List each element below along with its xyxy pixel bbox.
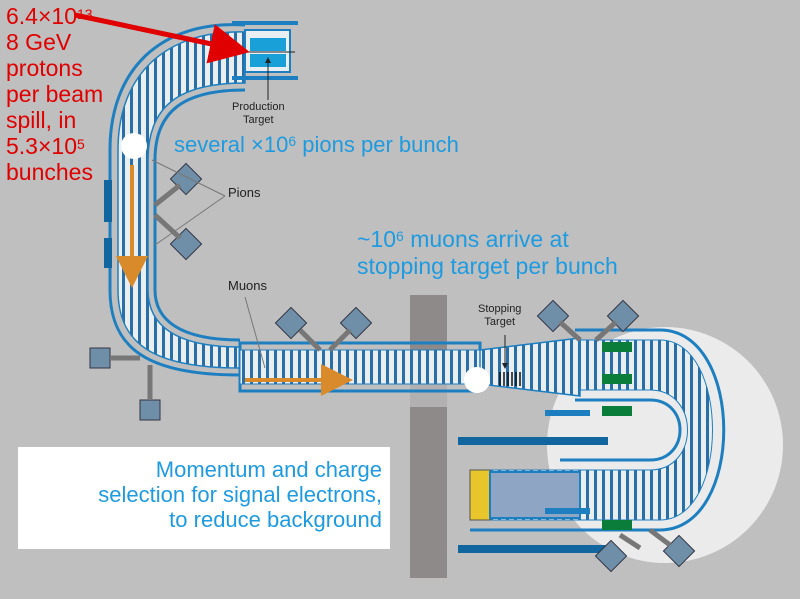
detector-u-turn [458,328,726,553]
pions-count-prefix: several ×10 [174,132,289,157]
pions-label: Pions [228,185,261,200]
muon-marker [464,367,490,393]
beamline-modules [89,162,696,573]
callout-line-3: to reduce background [169,507,382,532]
proton-line-2: 8 GeV [6,29,72,55]
proton-line-3: protons [6,55,83,81]
callout-line-1: Momentum and charge [155,457,382,482]
muons-arrive-line-2: stopping target per bunch [357,253,618,279]
stopping-target-label-2: Target [484,316,515,328]
proton-exp-1: 13 [77,6,93,22]
stopping-target-label: Stopping Target [478,303,521,329]
pions-count-exp: 6 [288,133,297,149]
proton-beam-note: 6.4×1013 8 GeV protons per beam spill, i… [6,3,103,185]
production-target-box [232,21,298,80]
muons-arrive-suffix: muons arrive at [403,226,569,252]
production-target-label: Production Target [232,101,285,127]
transport-solenoid [108,23,581,397]
muons-arrive-exp: 6 [396,228,404,244]
stopping-target-foils [499,372,521,386]
shielding-wall [410,295,447,578]
pions-per-bunch: several ×106 pions per bunch [174,131,459,158]
callout-line-2: selection for signal electrons, [98,482,382,507]
muons-label: Muons [228,278,268,293]
muons-arrive-note: ~106 muons arrive at stopping target per… [357,226,618,280]
production-target-label-1: Production [232,101,285,113]
proton-beam-arrow [74,12,250,64]
proton-exp-6: 5 [77,136,85,152]
proton-line-5: spill, in [6,107,77,133]
production-target-label-2: Target [243,114,274,126]
proton-line-6: 5.3×10 [6,133,77,159]
momentum-selection-callout: Momentum and charge selection for signal… [18,447,390,549]
proton-line-7: bunches [6,159,93,185]
pions-count-suffix: pions per bunch [296,132,459,157]
muons-arrive-prefix: ~10 [357,226,397,252]
proton-line-4: per beam [6,81,104,107]
proton-line-1: 6.4×10 [6,3,77,29]
stopping-target-label-1: Stopping [478,303,522,315]
pion-marker [121,133,147,159]
